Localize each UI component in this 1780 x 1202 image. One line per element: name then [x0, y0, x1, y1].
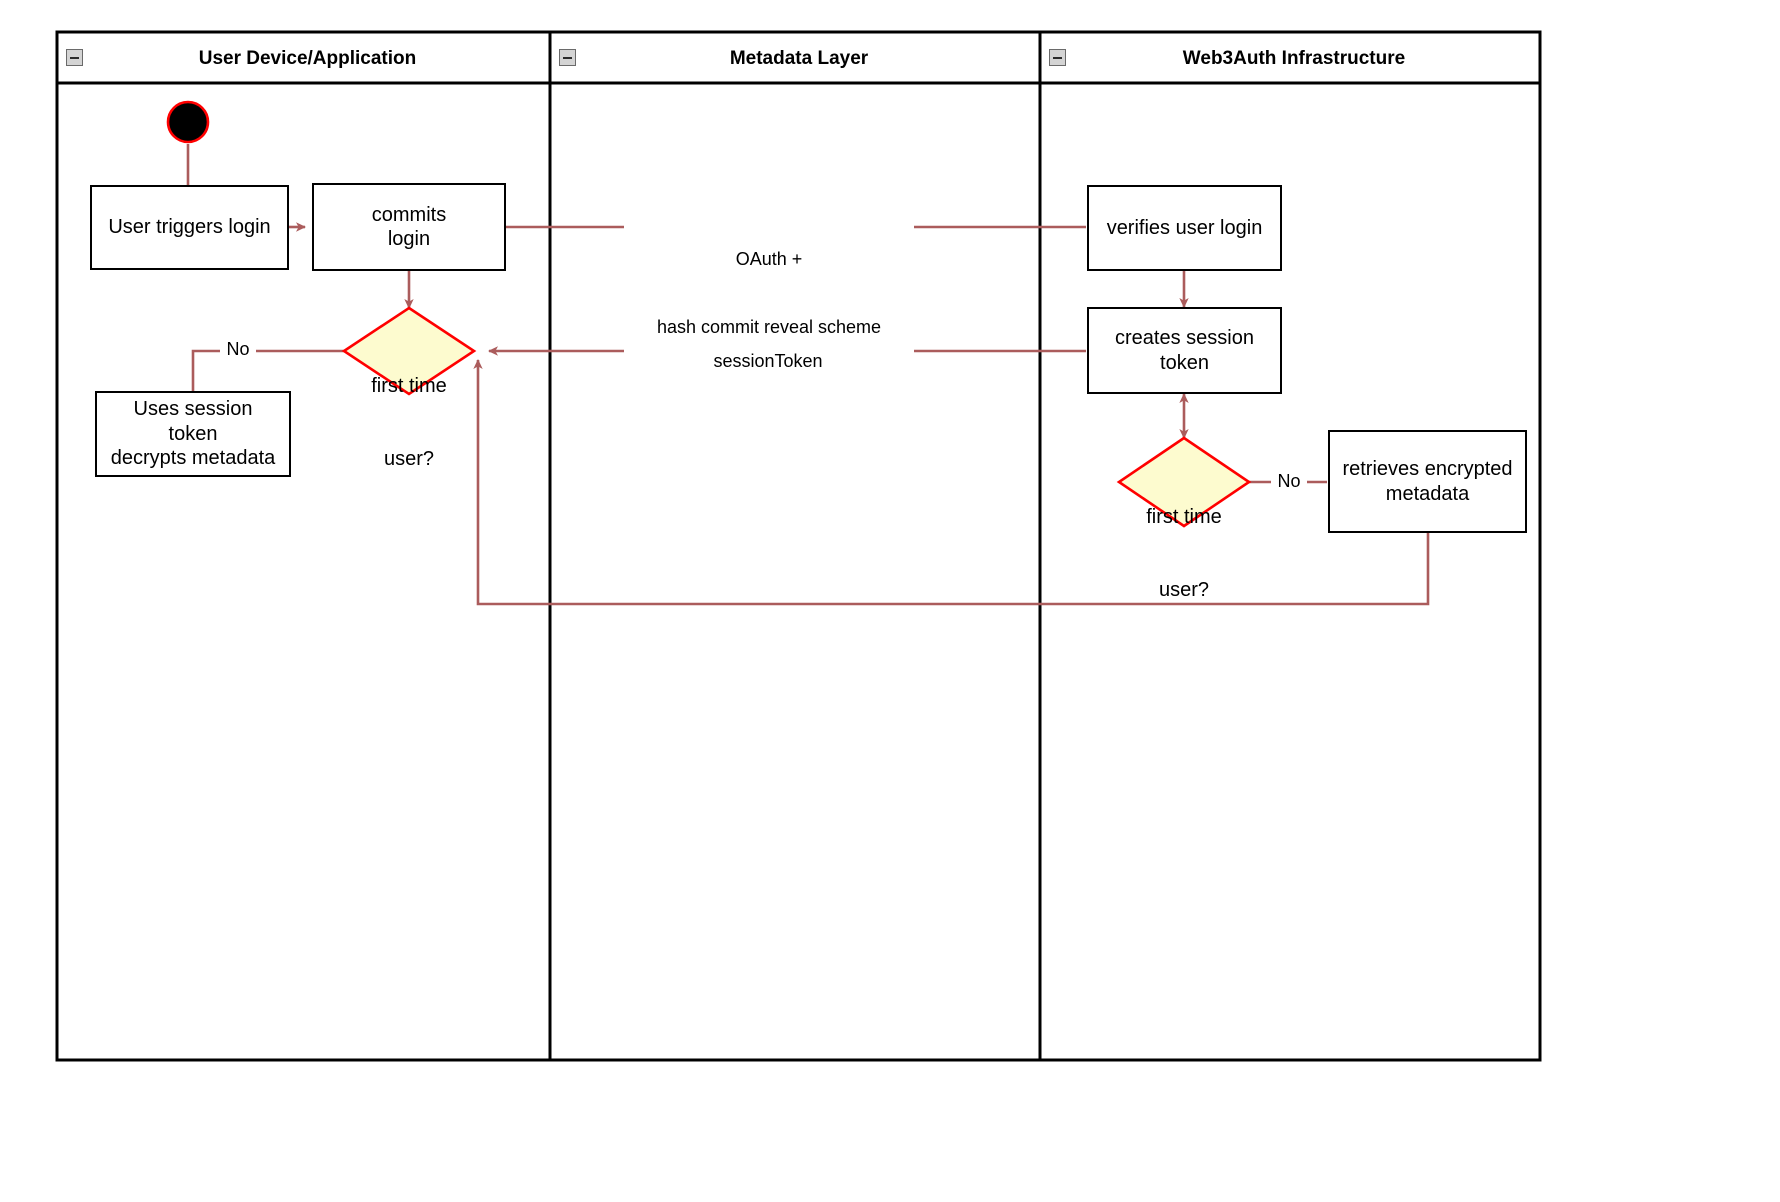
action-uses-session-token-label-line3: decrypts metadata	[110, 447, 276, 470]
action-creates-session-token-label-line1: creates session	[1115, 327, 1254, 350]
edge-label-session-token: sessionToken	[702, 350, 834, 373]
collapse-minus-icon-lane-metadata[interactable]	[559, 49, 576, 66]
edge-label-oauth-line2: hash commit reveal scheme	[656, 316, 882, 337]
edge-decision-no-to-uses-session	[191, 349, 345, 391]
action-user-triggers-login[interactable]: User triggers login	[90, 185, 289, 270]
action-uses-session-token-label-line2: token	[168, 422, 218, 445]
edge-label-no-server: No	[1271, 470, 1307, 493]
action-verifies-user-login-label: verifies user login	[1106, 216, 1263, 239]
initial-node[interactable]	[166, 100, 210, 144]
action-creates-session-token-label-line2: token	[1160, 351, 1209, 374]
action-verifies-user-login[interactable]: verifies user login	[1087, 185, 1282, 271]
decision-first-time-user-server[interactable]	[1116, 436, 1252, 528]
edge-retrieves-back-to-decision	[473, 359, 1430, 606]
action-creates-session-token[interactable]: creates session token	[1087, 307, 1282, 394]
lane-title-metadata: Metadata Layer	[729, 48, 869, 69]
decision-first-time-user-client[interactable]	[341, 306, 477, 396]
action-user-triggers-login-label: User triggers login	[108, 216, 271, 239]
lane-title-web3auth: Web3Auth Infrastructure	[1182, 48, 1406, 69]
edge-label-no-client: No	[220, 338, 256, 361]
edge-label-oauth-line1: OAuth +	[735, 249, 803, 269]
lane-title-user-device: User Device/Application	[198, 48, 417, 69]
action-commits-login-label-line1: commits	[371, 203, 447, 226]
action-uses-session-token-label-line1: Uses session	[133, 398, 253, 421]
action-uses-session-token[interactable]: Uses session token decrypts metadata	[95, 391, 291, 477]
action-commits-login[interactable]: commits login	[312, 183, 506, 271]
action-retrieves-encrypted-metadata-label-line1: retrieves encrypted	[1342, 458, 1513, 481]
action-retrieves-encrypted-metadata[interactable]: retrieves encrypted metadata	[1328, 430, 1527, 533]
collapse-minus-icon-lane-user-device[interactable]	[66, 49, 83, 66]
action-commits-login-label-line2: login	[387, 228, 431, 250]
action-retrieves-encrypted-metadata-label-line2: metadata	[1385, 482, 1470, 505]
collapse-minus-icon-lane-web3auth[interactable]	[1049, 49, 1066, 66]
